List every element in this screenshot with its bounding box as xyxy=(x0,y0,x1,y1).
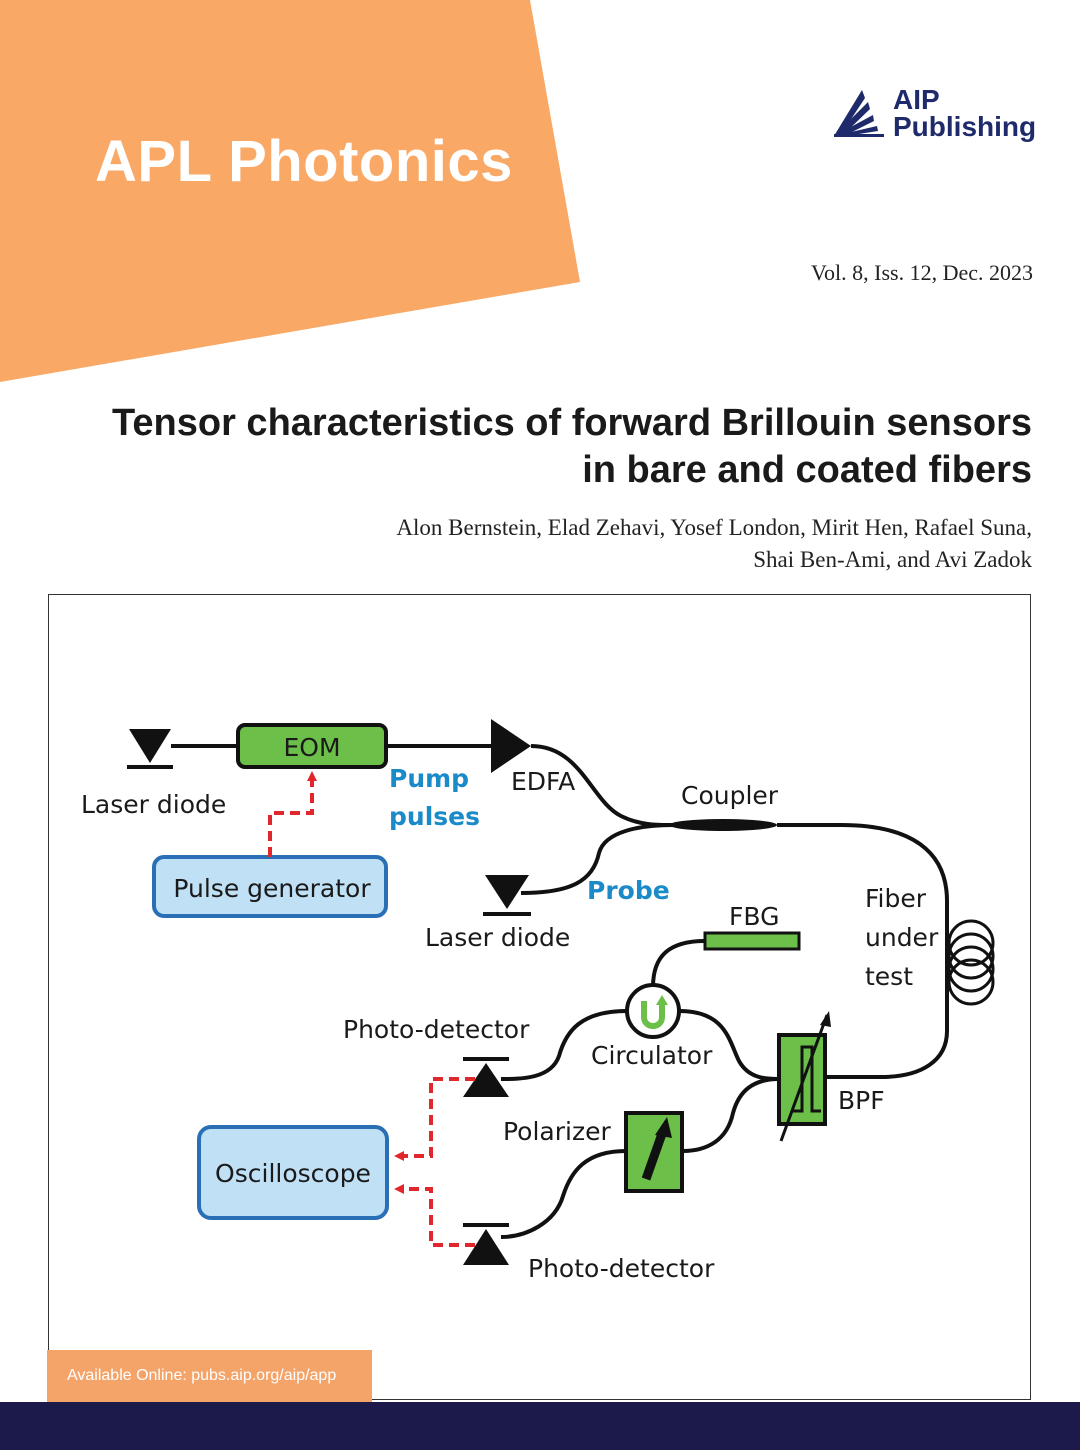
eom-label: EOM xyxy=(283,733,340,762)
laser-diode-2-icon xyxy=(483,875,531,916)
photodetector-2-icon xyxy=(463,1223,509,1265)
publisher-line-1: AIP xyxy=(893,84,940,115)
oscilloscope-box xyxy=(197,1125,389,1220)
author-list: Alon Bernstein, Elad Zehavi, Yosef Londo… xyxy=(32,512,1032,576)
fiber-bpf-polarizer xyxy=(682,1077,780,1153)
oscilloscope-label: Oscilloscope xyxy=(215,1159,371,1188)
fbg-label: FBG xyxy=(729,902,779,931)
article-title-line-1: Tensor characteristics of forward Brillo… xyxy=(112,402,1032,444)
pump-label-line-2: pulses xyxy=(389,802,480,831)
fbg-icon xyxy=(703,931,801,951)
article-title-line-2: in bare and coated fibers xyxy=(582,449,1032,491)
fiber-probe-coupler xyxy=(520,823,674,895)
bpf-icon xyxy=(777,1011,831,1142)
edfa-label: EDFA xyxy=(511,767,575,796)
pulse-generator-label: Pulse generator xyxy=(173,874,371,903)
laser-diode-1-label: Laser diode xyxy=(81,790,226,819)
polarizer-label: Polarizer xyxy=(503,1117,611,1146)
fiber-label-line-2: under xyxy=(865,923,939,952)
edfa-icon xyxy=(491,719,531,773)
pump-label-line-1: Pump xyxy=(389,764,469,793)
journal-title: APL Photonics xyxy=(95,129,513,194)
footer-bar xyxy=(0,1402,1080,1450)
coupler-icon xyxy=(669,819,777,831)
pd2-to-oscilloscope-signal xyxy=(394,1184,475,1247)
bpf-label: BPF xyxy=(838,1086,885,1115)
fiber-coil-icon xyxy=(947,919,995,1006)
experimental-setup-diagram: Laser diode EOM Pump pulses EDFA Coupler… xyxy=(81,719,995,1283)
fiber-coupler-fut xyxy=(777,823,949,1079)
photodetector-1-label: Photo-detector xyxy=(343,1015,530,1044)
fiber-circulator-fbg xyxy=(651,939,706,988)
publisher-name: AIP Publishing xyxy=(893,84,1037,142)
circulator-icon xyxy=(625,983,681,1039)
authors-line-1: Alon Bernstein, Elad Zehavi, Yosef Londo… xyxy=(396,515,1032,540)
photodetector-2-label: Photo-detector xyxy=(528,1254,715,1283)
aip-logo-icon xyxy=(834,90,884,137)
diagram-frame: Laser diode EOM Pump pulses EDFA Coupler… xyxy=(48,594,1031,1400)
publisher-line-2: Publishing xyxy=(893,111,1037,142)
laser-diode-1-icon xyxy=(127,729,173,769)
laser-diode-2-label: Laser diode xyxy=(425,923,570,952)
photodetector-1-icon xyxy=(463,1057,509,1097)
pulse-generator-to-eom-signal xyxy=(268,771,317,857)
coupler-label: Coupler xyxy=(681,781,779,810)
availability-link[interactable]: Available Online: pubs.aip.org/aip/app xyxy=(47,1350,372,1402)
fiber-label-line-1: Fiber xyxy=(865,884,927,913)
fiber-circulator-bpf xyxy=(678,1009,780,1081)
probe-label: Probe xyxy=(587,876,670,905)
header-banner xyxy=(0,0,580,382)
polarizer-icon xyxy=(624,1111,684,1193)
pd1-to-oscilloscope-signal xyxy=(394,1077,475,1161)
circulator-label: Circulator xyxy=(591,1041,713,1070)
article-title: Tensor characteristics of forward Brillo… xyxy=(32,400,1032,494)
issue-info: Vol. 8, Iss. 12, Dec. 2023 xyxy=(810,260,1033,285)
fiber-circulator-pd1 xyxy=(500,1009,628,1081)
authors-line-2: Shai Ben-Ami, and Avi Zadok xyxy=(753,547,1032,572)
fiber-label-line-3: test xyxy=(865,962,913,991)
fiber-polarizer-pd2 xyxy=(500,1149,627,1239)
